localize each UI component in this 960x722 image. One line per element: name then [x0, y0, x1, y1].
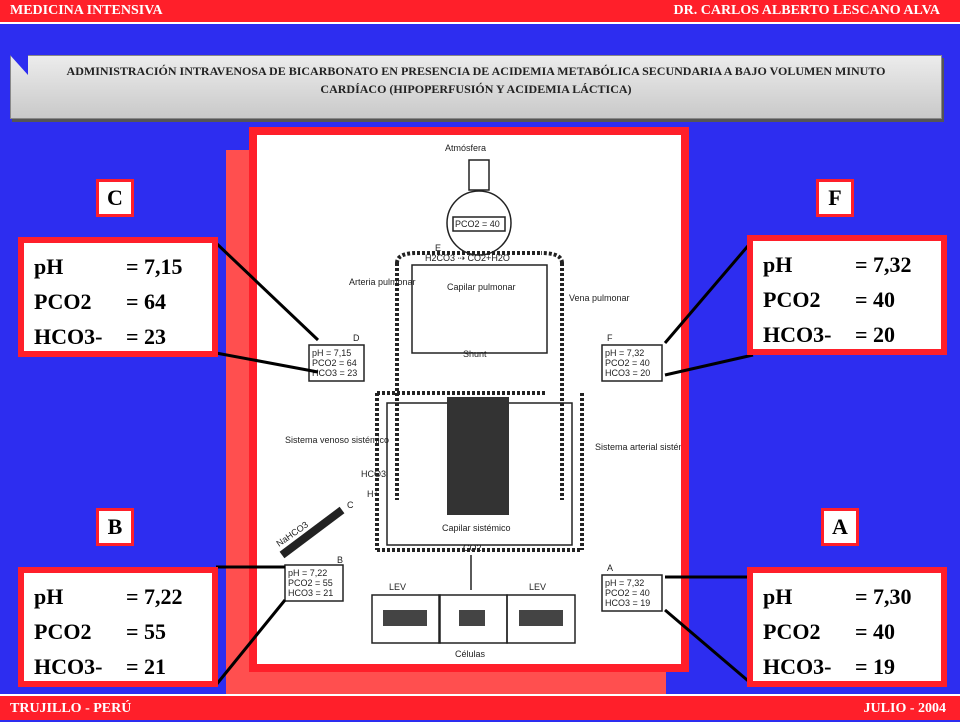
pco2-value: = 64 [126, 289, 167, 314]
banner-notch [10, 55, 28, 75]
ph-value: = 7,15 [126, 254, 183, 279]
tag-a-values: pH = 7,32 PCO2 = 40 HCO3 = 19 [605, 578, 650, 608]
tag-b-values: pH = 7,22 PCO2 = 55 HCO3 = 21 [288, 568, 333, 598]
letter-f: F [816, 179, 854, 217]
sist-venoso: Sistema venoso sistémico [285, 435, 389, 445]
svg-text:HCO3 = 20: HCO3 = 20 [605, 368, 650, 378]
ph-value: = 7,22 [126, 584, 183, 609]
ph-value: = 7,32 [855, 252, 912, 277]
svg-text:HCO3 = 19: HCO3 = 19 [605, 598, 650, 608]
syringe [279, 506, 345, 559]
hco3-label: HCO3 [361, 469, 386, 479]
co2-label: CO2 [463, 543, 482, 553]
capilar-sistemico: Capilar sistémico [442, 523, 511, 533]
cell-box-3 [506, 594, 576, 644]
shunt-block [447, 397, 509, 515]
pco2-atm: PCO2 = 40 [455, 219, 500, 229]
header-bar: MEDICINA INTENSIVA DR. CARLOS ALBERTO LE… [0, 0, 960, 24]
shunt-label: Shunt [463, 349, 487, 359]
cell-1 [383, 610, 427, 626]
letter-a: A [821, 508, 859, 546]
capilar-pulmonar: Capilar pulmonar [447, 282, 516, 292]
lev1-label: LEV [389, 582, 406, 592]
tag-f-box [601, 344, 663, 382]
values-box-b: pH= 7,22 PCO2= 55 HCO3-= 21 [18, 567, 218, 687]
footer-left: TRUJILLO - PERÚ [10, 701, 132, 716]
celulas-label: Células [455, 649, 486, 659]
systemic-loop [375, 391, 584, 552]
svg-text:HCO3 = 23: HCO3 = 23 [312, 368, 357, 378]
header-right: DR. CARLOS ALBERTO LESCANO ALVA [673, 3, 941, 18]
cell-box-1 [371, 594, 441, 644]
subtitle-banner: ADMINISTRACIÓN INTRAVENOSA DE BICARBONAT… [10, 55, 942, 119]
tag-a-box [601, 574, 663, 612]
svg-text:PCO2 = 40: PCO2 = 40 [605, 358, 650, 368]
atmosfera-label: Atmósfera [445, 143, 486, 153]
footer-right: JULIO - 2004 [863, 701, 946, 716]
tag-c: C [347, 500, 354, 510]
sist-arterial: Sistema arterial sistémico [595, 442, 681, 452]
vena-label: Vena pulmonar [569, 293, 630, 303]
reaction: H2CO3 ⇢ CO2+H2O [425, 253, 510, 263]
svg-text:pH = 7,32: pH = 7,32 [605, 578, 644, 588]
hco3-value: = 19 [855, 654, 896, 679]
ph-value: = 7,30 [855, 584, 912, 609]
h-label: H+ [367, 489, 379, 499]
tag-f: F [607, 333, 613, 343]
pco2-value: = 40 [855, 619, 896, 644]
svg-text:PCO2 = 64: PCO2 = 64 [312, 358, 357, 368]
tag-e: E [435, 243, 441, 253]
pulmonary-loop [395, 251, 564, 500]
values-box-f: pH= 7,32 PCO2= 40 HCO3-= 20 [747, 235, 947, 355]
tag-f-values: pH = 7,32 PCO2 = 40 HCO3 = 20 [605, 348, 650, 378]
tag-b: B [337, 555, 343, 565]
hco3-value: = 21 [126, 654, 167, 679]
cell-3 [519, 610, 563, 626]
figure-paper: Atmósfera [257, 135, 681, 664]
circulation-diagram: Atmósfera [274, 143, 681, 659]
pco2-atm-box [452, 216, 506, 232]
tag-b-box [284, 564, 344, 602]
flask-neck [468, 159, 490, 191]
svg-text:pH = 7,22: pH = 7,22 [288, 568, 327, 578]
pulmonary-capillary [411, 264, 548, 354]
svg-text:pH = 7,15: pH = 7,15 [312, 348, 351, 358]
footer-bar: TRUJILLO - PERÚ JULIO - 2004 [0, 694, 960, 720]
svg-text:pH = 7,32: pH = 7,32 [605, 348, 644, 358]
subtitle-text: ADMINISTRACIÓN INTRAVENOSA DE BICARBONAT… [66, 64, 886, 96]
svg-text:PCO2 = 55: PCO2 = 55 [288, 578, 333, 588]
figure-frame: Atmósfera [249, 127, 689, 672]
cell-2 [459, 610, 485, 626]
tag-d: D [353, 333, 360, 343]
hco3-value: = 20 [855, 322, 896, 347]
lev2-label: LEV [529, 582, 546, 592]
letter-c: C [96, 179, 134, 217]
pco2-value: = 55 [126, 619, 167, 644]
svg-text:PCO2 = 40: PCO2 = 40 [605, 588, 650, 598]
tag-d-values: pH = 7,15 PCO2 = 64 HCO3 = 23 [312, 348, 357, 378]
letter-b: B [96, 508, 134, 546]
header-left: MEDICINA INTENSIVA [10, 3, 163, 18]
values-box-c: pH= 7,15 PCO2= 64 HCO3-= 23 [18, 237, 218, 357]
arteria-label: Arteria pulmonar [349, 277, 416, 287]
svg-text:HCO3 = 21: HCO3 = 21 [288, 588, 333, 598]
tag-a: A [607, 563, 613, 573]
values-box-a: pH= 7,30 PCO2= 40 HCO3-= 19 [747, 567, 947, 687]
pco2-value: = 40 [855, 287, 896, 312]
hco3-value: = 23 [126, 324, 167, 349]
